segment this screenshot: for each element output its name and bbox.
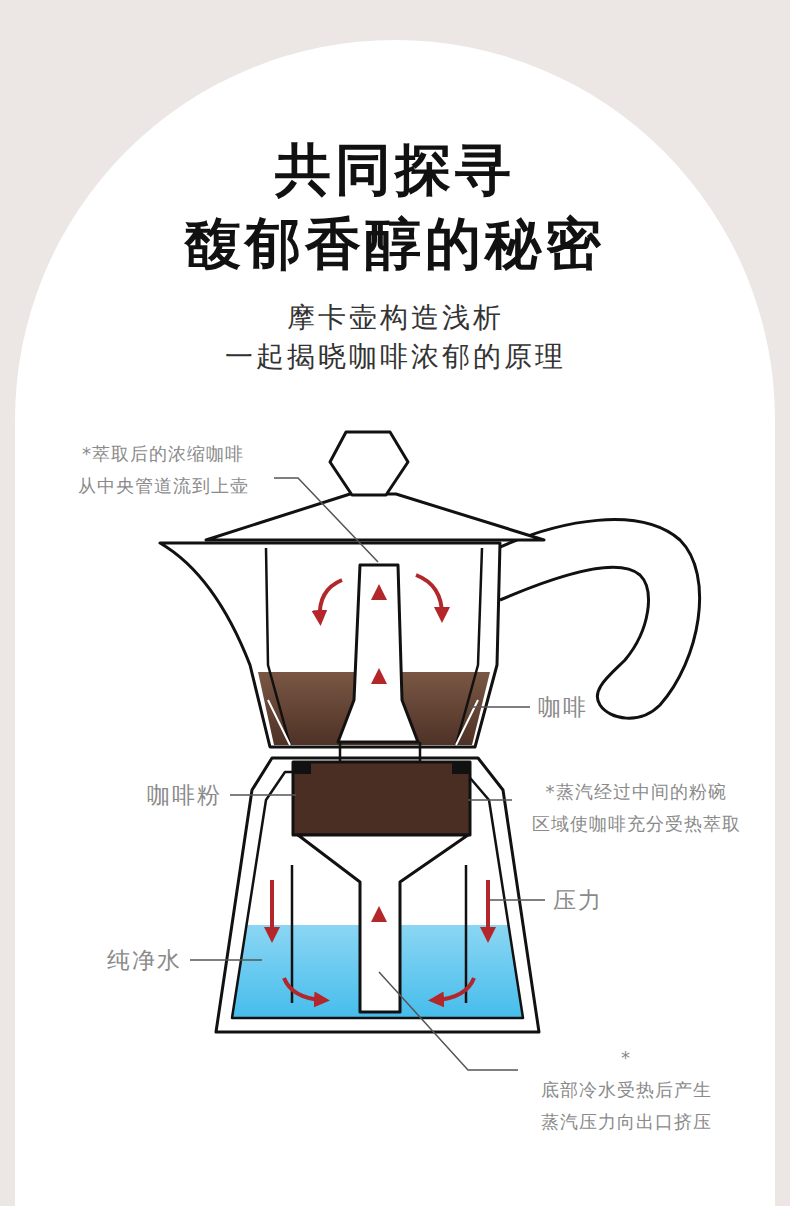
upper-chamber bbox=[160, 543, 500, 747]
part-label: 咖啡 bbox=[538, 692, 588, 722]
gasket bbox=[293, 762, 311, 774]
tube-base bbox=[340, 742, 420, 762]
funnel bbox=[298, 835, 468, 1012]
gasket bbox=[452, 762, 470, 774]
arch-panel bbox=[15, 40, 775, 1206]
subtitle: 一起揭晓咖啡浓郁的原理 bbox=[225, 339, 566, 375]
part-label: 咖啡粉 bbox=[147, 780, 222, 810]
callout-note: *萃取后的浓缩咖啡 从中央管道流到上壶 bbox=[78, 438, 249, 502]
leader-lines bbox=[190, 478, 545, 1070]
part-label: 压力 bbox=[553, 885, 603, 915]
callout-note: *底部冷水受热后产生 蒸汽压力向出口挤压 bbox=[541, 1042, 712, 1138]
lid bbox=[206, 494, 544, 540]
title: 共同探寻 馥郁香醇的秘密 bbox=[185, 133, 605, 281]
part-label: 纯净水 bbox=[107, 945, 182, 975]
coffee-grounds bbox=[293, 762, 470, 835]
lower-chamber bbox=[216, 758, 539, 1032]
upper-inner-wall bbox=[266, 548, 482, 745]
handle bbox=[498, 520, 700, 719]
callout-note: *蒸汽经过中间的粉碗 区域使咖啡充分受热萃取 bbox=[532, 776, 741, 840]
central-tube bbox=[338, 565, 418, 742]
flow-arrows bbox=[272, 575, 488, 1000]
subtitle: 摩卡壶构造浅析 bbox=[287, 300, 504, 336]
lid-knob bbox=[330, 432, 408, 495]
